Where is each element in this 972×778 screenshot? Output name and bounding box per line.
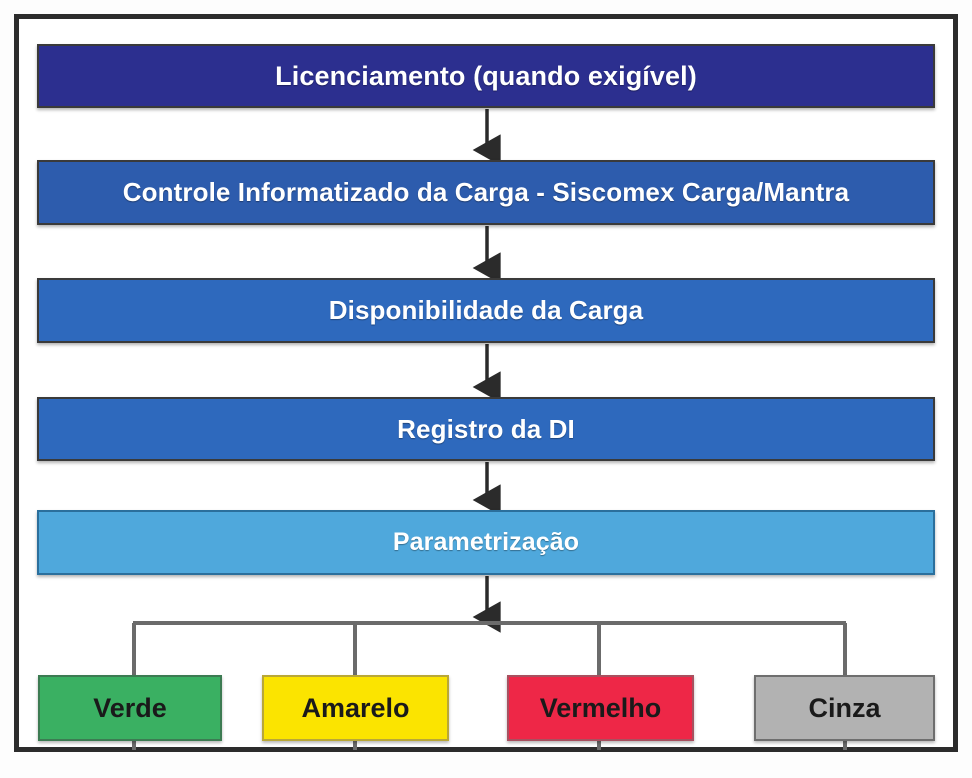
diagram-outer-frame: [14, 14, 958, 752]
channel-box-cinza[interactable]: Cinza: [754, 675, 935, 741]
channel-label-verde: Verde: [93, 692, 167, 723]
process-box-licenciamento[interactable]: Licenciamento (quando exigível): [37, 44, 935, 108]
channel-label-amarelo: Amarelo: [301, 692, 410, 723]
channel-label-cinza: Cinza: [808, 692, 881, 723]
process-box-controle[interactable]: Controle Informatizado da Carga - Siscom…: [37, 160, 935, 225]
channel-box-verde[interactable]: Verde: [38, 675, 222, 741]
process-label-registro-di: Registro da DI: [397, 413, 575, 444]
channel-label-vermelho: Vermelho: [539, 692, 662, 723]
process-box-parametrizacao[interactable]: Parametrização: [37, 510, 935, 575]
channel-box-amarelo[interactable]: Amarelo: [262, 675, 449, 741]
channel-box-vermelho[interactable]: Vermelho: [507, 675, 694, 741]
process-label-parametrizacao: Parametrização: [392, 528, 580, 556]
process-box-disponibilidade[interactable]: Disponibilidade da Carga: [37, 278, 935, 343]
process-label-licenciamento: Licenciamento (quando exigível): [275, 60, 697, 91]
process-label-disponibilidade: Disponibilidade da Carga: [328, 295, 644, 325]
process-label-controle: Controle Informatizado da Carga - Siscom…: [122, 177, 850, 207]
process-box-registro-di[interactable]: Registro da DI: [37, 397, 935, 461]
